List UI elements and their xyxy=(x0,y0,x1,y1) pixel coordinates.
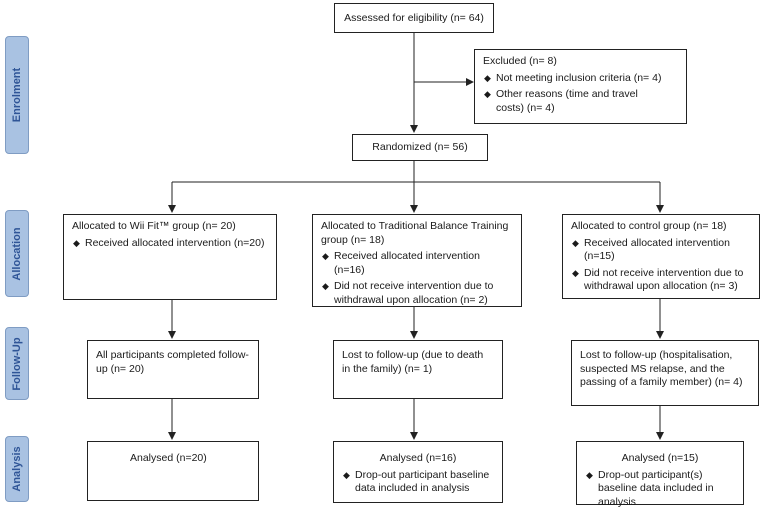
excluded-item: ◆Other reasons (time and travel costs) (… xyxy=(484,88,638,114)
stage-followup: Follow-Up xyxy=(5,327,29,400)
randomized-text: Randomized (n= 56) xyxy=(372,141,468,153)
allocation-item-text: Received allocated intervention (n=15) xyxy=(584,236,730,263)
analysis-item: ◆Drop-out participant(s) baseline data i… xyxy=(586,468,714,508)
stage-followup-label: Follow-Up xyxy=(11,336,23,391)
allocation-box-control: Allocated to control group (n= 18) ◆Rece… xyxy=(562,214,760,299)
analysis-item-text: Drop-out participant baseline data inclu… xyxy=(355,468,490,495)
excluded-item: ◆Not meeting inclusion criteria (n= 4) xyxy=(484,71,662,84)
analysis-box-control: Analysed (n=15) ◆Drop-out participant(s)… xyxy=(576,441,744,508)
assessed-box: Assessed for eligibility (n= 64) xyxy=(334,3,494,33)
followup-text: All participants completed follow-up (n=… xyxy=(96,349,249,375)
allocation-item: ◆Did not receive intervention due to wit… xyxy=(572,266,744,293)
stage-allocation: Allocation xyxy=(5,210,29,297)
stage-enrolment: Enrolment xyxy=(5,36,29,154)
analysis-title: Analysed (n=20) xyxy=(130,452,207,464)
excluded-item-text: Other reasons (time and travel costs) (n… xyxy=(496,88,638,114)
followup-text: Lost to follow-up (hospitalisation, susp… xyxy=(580,349,743,388)
allocation-item-text: Did not receive intervention due to with… xyxy=(584,266,744,293)
allocation-item: ◆Received allocated intervention (n=15) xyxy=(572,236,730,263)
analysis-item-text: Drop-out participant(s) baseline data in… xyxy=(598,468,714,508)
allocation-box-traditional: Allocated to Traditional Balance Trainin… xyxy=(312,214,522,307)
excluded-item-text: Not meeting inclusion criteria (n= 4) xyxy=(496,71,662,84)
allocation-item-text: Received allocated intervention (n=20) xyxy=(85,236,265,249)
followup-box-traditional: Lost to follow-up (due to death in the f… xyxy=(333,340,503,399)
allocation-item: ◆Received allocated intervention (n=20) xyxy=(73,236,265,249)
followup-box-wii: All participants completed follow-up (n=… xyxy=(87,340,259,399)
allocation-item: ◆Received allocated intervention (n=16) xyxy=(322,250,480,276)
analysis-item: ◆Drop-out participant baseline data incl… xyxy=(343,468,490,495)
stage-enrolment-label: Enrolment xyxy=(11,67,23,123)
analysis-title: Analysed (n=16) xyxy=(379,452,457,464)
stage-analysis-label: Analysis xyxy=(11,446,23,492)
stage-allocation-label: Allocation xyxy=(11,226,23,281)
analysis-box-wii: Analysed (n=20) xyxy=(87,441,259,501)
stage-analysis: Analysis xyxy=(5,436,29,502)
allocation-item-text: Did not receive intervention due to with… xyxy=(334,280,494,306)
allocation-item: ◆Did not receive intervention due to wit… xyxy=(322,280,494,306)
followup-text: Lost to follow-up (due to death in the f… xyxy=(342,349,484,375)
analysis-title: Analysed (n=15) xyxy=(621,452,699,464)
allocation-box-wii: Allocated to Wii Fit™ group (n= 20) ◆Rec… xyxy=(63,214,277,300)
assessed-text: Assessed for eligibility (n= 64) xyxy=(344,12,484,24)
followup-box-control: Lost to follow-up (hospitalisation, susp… xyxy=(571,340,759,406)
allocation-title: Allocated to control group (n= 18) xyxy=(571,220,727,232)
allocation-title: Allocated to Traditional Balance Trainin… xyxy=(321,220,509,246)
excluded-box: Excluded (n= 8) ◆Not meeting inclusion c… xyxy=(474,49,687,124)
analysis-box-traditional: Analysed (n=16) ◆Drop-out participant ba… xyxy=(333,441,503,503)
allocation-item-text: Received allocated intervention (n=16) xyxy=(334,250,480,276)
randomized-box: Randomized (n= 56) xyxy=(352,134,488,161)
allocation-title: Allocated to Wii Fit™ group (n= 20) xyxy=(72,220,236,232)
excluded-title: Excluded (n= 8) xyxy=(483,55,557,67)
